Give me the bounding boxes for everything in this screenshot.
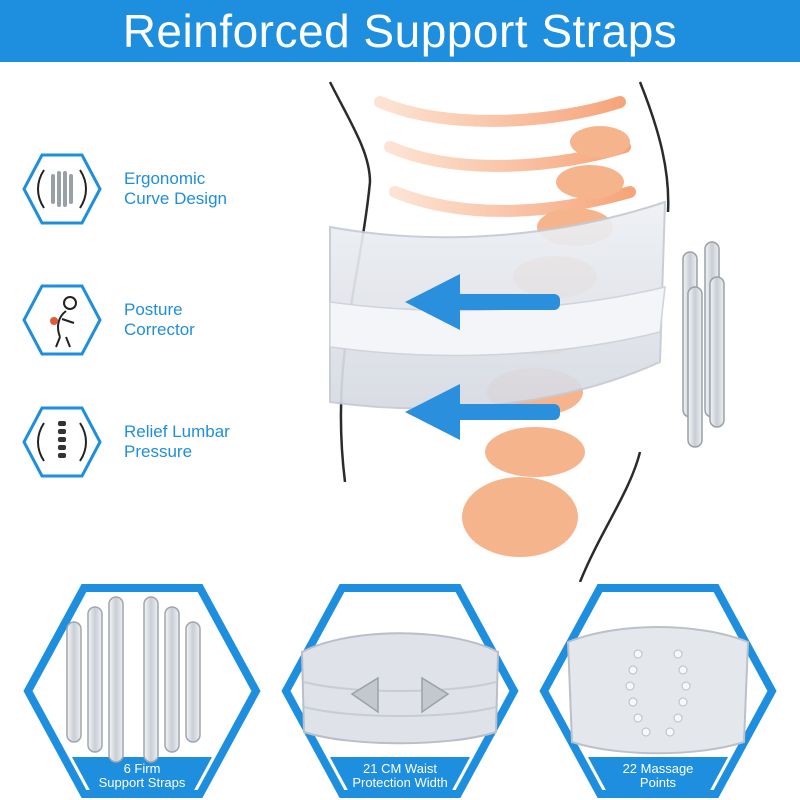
card-massage-points: 22 Massage Points <box>538 582 778 800</box>
hexagon-frame <box>23 584 261 798</box>
caption-line: 6 Firm <box>123 761 161 776</box>
caption-line: Protection Width <box>352 775 448 790</box>
support-stays <box>66 596 201 763</box>
caption-line: Support Straps <box>98 775 186 790</box>
feature-subtitle: Pressure <box>124 442 193 461</box>
feature-title: Posture <box>124 300 183 319</box>
caption-line: 21 CM Waist <box>363 761 437 776</box>
card-caption: 21 CM Waist Protection Width <box>280 762 520 790</box>
feature-lumbar-relief: Relief Lumbar Pressure <box>22 405 264 479</box>
massage-dots <box>625 649 691 737</box>
card-waist-width: 21 CM Waist Protection Width <box>280 582 520 800</box>
hexagon-frame <box>281 584 519 798</box>
card-caption: 6 Firm Support Straps <box>22 762 262 790</box>
caption-line: Points <box>639 775 677 790</box>
posture-icon <box>22 284 102 356</box>
card-caption: 22 Massage Points <box>538 762 778 790</box>
feature-title: Relief Lumbar <box>124 422 230 441</box>
brace <box>300 632 500 745</box>
caption-line: 22 Massage <box>622 761 694 776</box>
hexagon-frame <box>539 584 777 798</box>
card-support-straps: 6 Firm Support Straps <box>22 582 262 800</box>
feature-title: Ergonomic <box>124 169 206 188</box>
support-stays <box>682 241 725 448</box>
feature-posture: Posture Corrector <box>22 283 264 357</box>
spine-relief-icon <box>22 406 102 478</box>
velcro-tab <box>421 676 450 714</box>
page-title: Reinforced Support Straps <box>122 5 678 57</box>
brace <box>566 626 750 755</box>
feature-subtitle: Curve Design <box>124 189 227 208</box>
arrow-icon <box>405 274 560 330</box>
arrow-icon <box>405 384 560 440</box>
velcro-tab <box>350 676 379 714</box>
product-illustration <box>328 81 725 582</box>
title-banner: Reinforced Support Straps <box>0 0 800 62</box>
curve-design-icon <box>22 153 102 225</box>
feature-subtitle: Corrector <box>124 320 195 339</box>
feature-curve-design: Ergonomic Curve Design <box>22 152 264 226</box>
